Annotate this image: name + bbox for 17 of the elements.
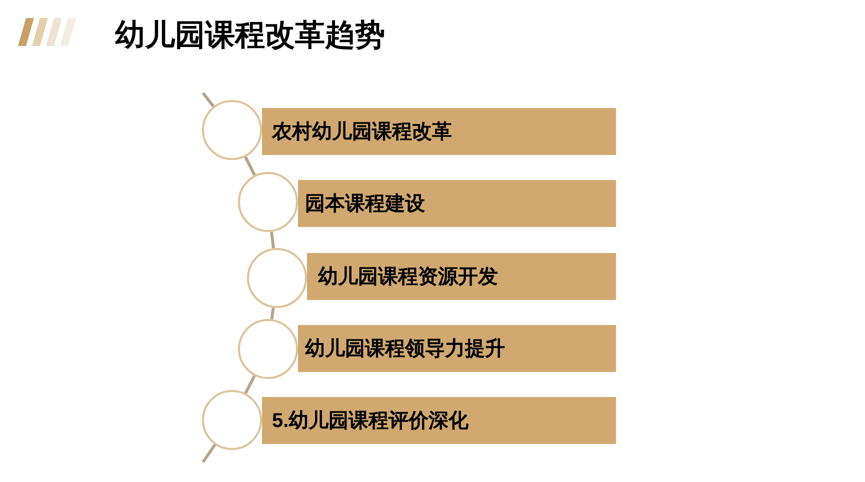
step-bar: [298, 180, 616, 227]
connector-line: [244, 156, 256, 176]
connector-line: [202, 92, 215, 108]
step-label: 园本课程建设: [305, 192, 425, 216]
step-bar: [298, 325, 616, 372]
step-label: 幼儿园课程资源开发: [318, 264, 498, 290]
step-bar: [262, 397, 616, 444]
connector-line: [270, 232, 275, 248]
step-label: 农村幼儿园课程改革: [272, 120, 452, 144]
connector-line: [202, 444, 216, 463]
step-bar: [307, 253, 616, 300]
title: 幼儿园课程改革趋势: [115, 18, 385, 54]
connector-line: [270, 308, 275, 320]
step-label: 5.幼儿园课程评价深化: [272, 408, 469, 434]
step-label: 幼儿园课程领导力提升: [305, 336, 505, 362]
connector-line: [244, 375, 256, 394]
step-bar: [262, 108, 616, 155]
